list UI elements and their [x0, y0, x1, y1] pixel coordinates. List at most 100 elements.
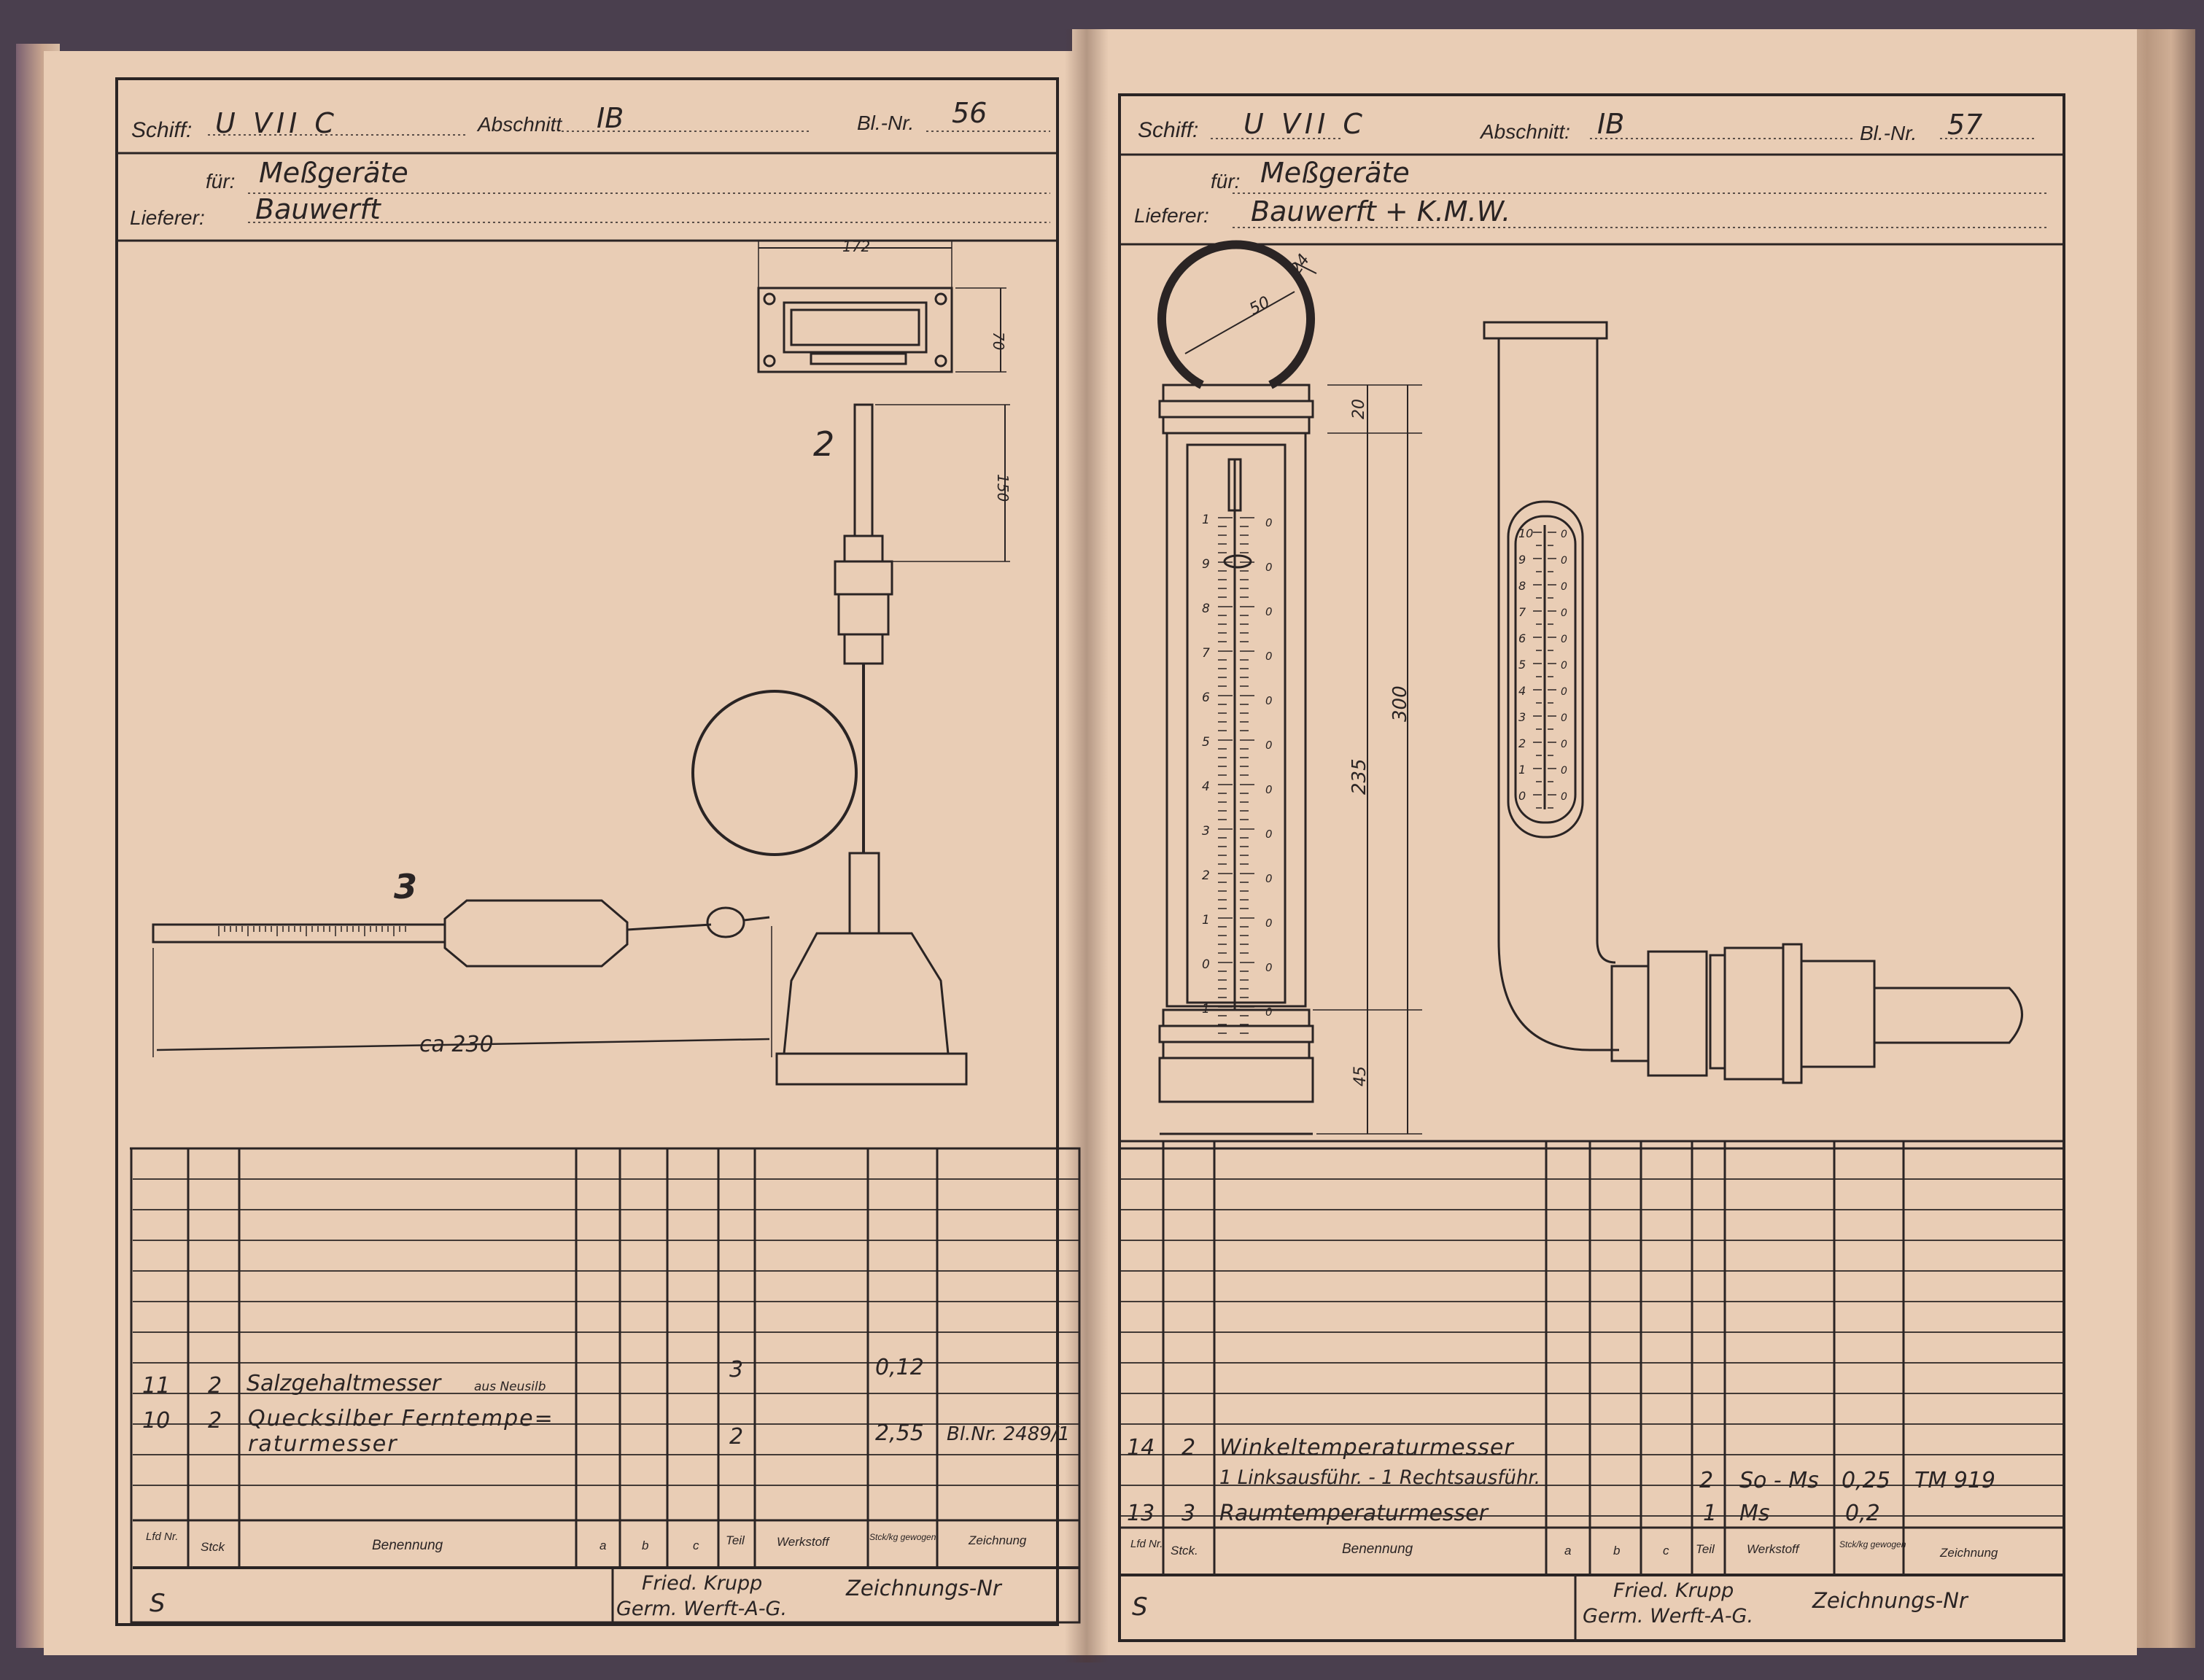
room-scale-label-right: 0 [1265, 694, 1273, 707]
left-sheet [115, 77, 1081, 1626]
col-a: a [1564, 1544, 1571, 1558]
col-benennung: Benennung [372, 1538, 443, 1553]
left-schiff-value: U VII C [215, 107, 338, 139]
col-werkstoff: Werkstoff [777, 1535, 831, 1549]
row-gewicht: 2,55 [875, 1420, 924, 1446]
row-gewicht: 0,2 [1845, 1501, 1880, 1526]
row-benennung: Raumtemperaturmesser [1219, 1501, 1489, 1526]
room-scale-label-right: 0 [1265, 828, 1273, 841]
right-firm-line2: Germ. Werft-A-G. [1583, 1605, 1753, 1628]
left-table-rows: 11 2 Salzgehaltmesser aus Neusilb 3 0,12… [142, 1355, 1070, 1457]
angle-scale-label: 10 [1518, 526, 1533, 540]
right-blatt-label: Bl.-Nr. [1860, 122, 1917, 144]
row-zeichnung: Bl.Nr. 2489/1 [947, 1423, 1070, 1445]
col-c: c [1663, 1544, 1669, 1558]
row-benennung: Quecksilber Ferntempe= [248, 1406, 554, 1431]
angle-scale-label-right: 0 [1561, 739, 1567, 750]
col-b: b [642, 1539, 648, 1552]
row-gewicht: 0,12 [875, 1355, 924, 1380]
row-werkstoff: Ms [1739, 1501, 1770, 1526]
room-scale-label: 3 [1202, 824, 1210, 839]
dim-70: 70 [990, 332, 1007, 350]
row-teil: 2 [1699, 1468, 1713, 1493]
angle-scale-label-right: 0 [1561, 660, 1567, 672]
right-header: Schiff: U VII C Abschnitt: IB Bl.-Nr. 57… [1134, 108, 1982, 228]
row-gewicht: 0,25 [1842, 1468, 1890, 1493]
row-benennung: Salzgehaltmesser [247, 1371, 442, 1396]
room-scale-label: 1 [1202, 913, 1210, 928]
room-scale-label-right: 0 [1265, 917, 1273, 930]
col-c: c [693, 1539, 699, 1552]
room-scale-label: 5 [1202, 735, 1210, 750]
right-lieferer-value: Bauwerft + K.M.W. [1251, 195, 1510, 228]
right-table-rows: 14 2 Winkeltemperaturmesser 1 Linksausfü… [1127, 1435, 1995, 1526]
room-scale-label: 6 [1202, 691, 1210, 705]
dim-ca230: ca 230 [419, 1032, 494, 1057]
angle-scale-label: 4 [1518, 684, 1526, 698]
row-benennung-note: aus Neusilb [474, 1380, 546, 1394]
angle-scale-label-right: 0 [1561, 634, 1567, 645]
row-teil: 2 [729, 1424, 743, 1450]
room-scale-label-right: 0 [1265, 605, 1273, 618]
row-stck: 2 [208, 1373, 222, 1399]
angle-scale-label-right: 0 [1561, 607, 1567, 619]
right-schiff-label: Schiff: [1138, 118, 1198, 142]
left-header: Schiff: U VII C Abschnitt IB Bl.-Nr. 56 … [130, 97, 987, 229]
dim-20: 20 [1350, 399, 1368, 419]
col-gewicht: Stck/kg gewogen [869, 1532, 936, 1542]
room-scale-label: 1 [1202, 513, 1210, 527]
row-lfd: 10 [142, 1408, 170, 1434]
left-salinometer-ticks [218, 926, 406, 936]
room-scale-label-right: 0 [1265, 561, 1273, 574]
right-firm-line1: Fried. Krupp [1613, 1579, 1734, 1602]
left-drawing-labels: 2 3 172 70 150 ca 230 [394, 238, 1012, 1057]
room-scale-label-right: 0 [1265, 783, 1273, 796]
angle-scale-label-right: 0 [1561, 791, 1567, 803]
row-werkstoff: So - Ms [1739, 1468, 1819, 1493]
room-scale-label: 9 [1202, 557, 1210, 572]
left-salinometer [152, 899, 772, 1057]
col-teil: Teil [1696, 1542, 1715, 1556]
left-lieferer-value: Bauwerft [255, 193, 382, 225]
room-scale-label: 7 [1202, 646, 1210, 661]
room-scale-label: 1 [1202, 1002, 1210, 1016]
room-scale-label: 4 [1202, 779, 1210, 794]
right-abschnitt-label: Abschnitt: [1479, 120, 1570, 143]
row-benennung: 1 Linksausführ. - 1 Rechtsausführ. [1219, 1466, 1540, 1489]
right-schiff-value: U VII C [1243, 108, 1367, 140]
left-blatt-value: 56 [952, 97, 987, 129]
right-fuer-value: Meßgeräte [1260, 157, 1410, 189]
right-lieferer-label: Lieferer: [1134, 204, 1209, 227]
right-blatt-value: 57 [1947, 109, 1982, 141]
angle-scale-label-right: 0 [1561, 686, 1567, 698]
left-firm-line2: Germ. Werft-A-G. [616, 1598, 787, 1620]
room-scale-label-right: 0 [1265, 739, 1273, 752]
room-scale-label: 0 [1202, 957, 1210, 972]
room-scale-label-right: 0 [1265, 1006, 1273, 1019]
room-scale-label-right: 0 [1265, 961, 1273, 974]
angle-scale-label-right: 0 [1561, 555, 1567, 567]
angle-scale-label-right: 0 [1561, 581, 1567, 593]
angle-scale-label: 9 [1518, 553, 1526, 567]
col-lfd: Lfd Nr. [146, 1531, 178, 1543]
right-page [1072, 29, 2137, 1655]
row-stck: 2 [1181, 1435, 1195, 1461]
left-table-header: Lfd Nr. Stck Benennung a b c Teil Werkst… [146, 1531, 1027, 1620]
room-scale-label-right: 0 [1265, 872, 1273, 885]
dim-235: 235 [1349, 758, 1370, 795]
col-benennung: Benennung [1342, 1541, 1413, 1557]
col-stck: Stck [201, 1540, 226, 1554]
angle-scale-label: 1 [1518, 763, 1526, 777]
col-werkstoff: Werkstoff [1747, 1542, 1801, 1556]
angle-scale-label: 5 [1518, 658, 1526, 672]
room-scale-label-right: 0 [1265, 650, 1273, 663]
right-table-header: Lfd Nr. Stck. Benennung a b c Teil Werks… [1130, 1538, 1998, 1628]
angle-scale-label-right: 0 [1561, 765, 1567, 777]
dim-150: 150 [994, 474, 1012, 502]
angle-scale-label: 7 [1518, 605, 1526, 619]
row-teil: 3 [729, 1357, 743, 1382]
dim-300: 300 [1389, 685, 1411, 722]
left-lieferer-label: Lieferer: [130, 206, 205, 229]
room-scale-label: 2 [1202, 868, 1210, 883]
